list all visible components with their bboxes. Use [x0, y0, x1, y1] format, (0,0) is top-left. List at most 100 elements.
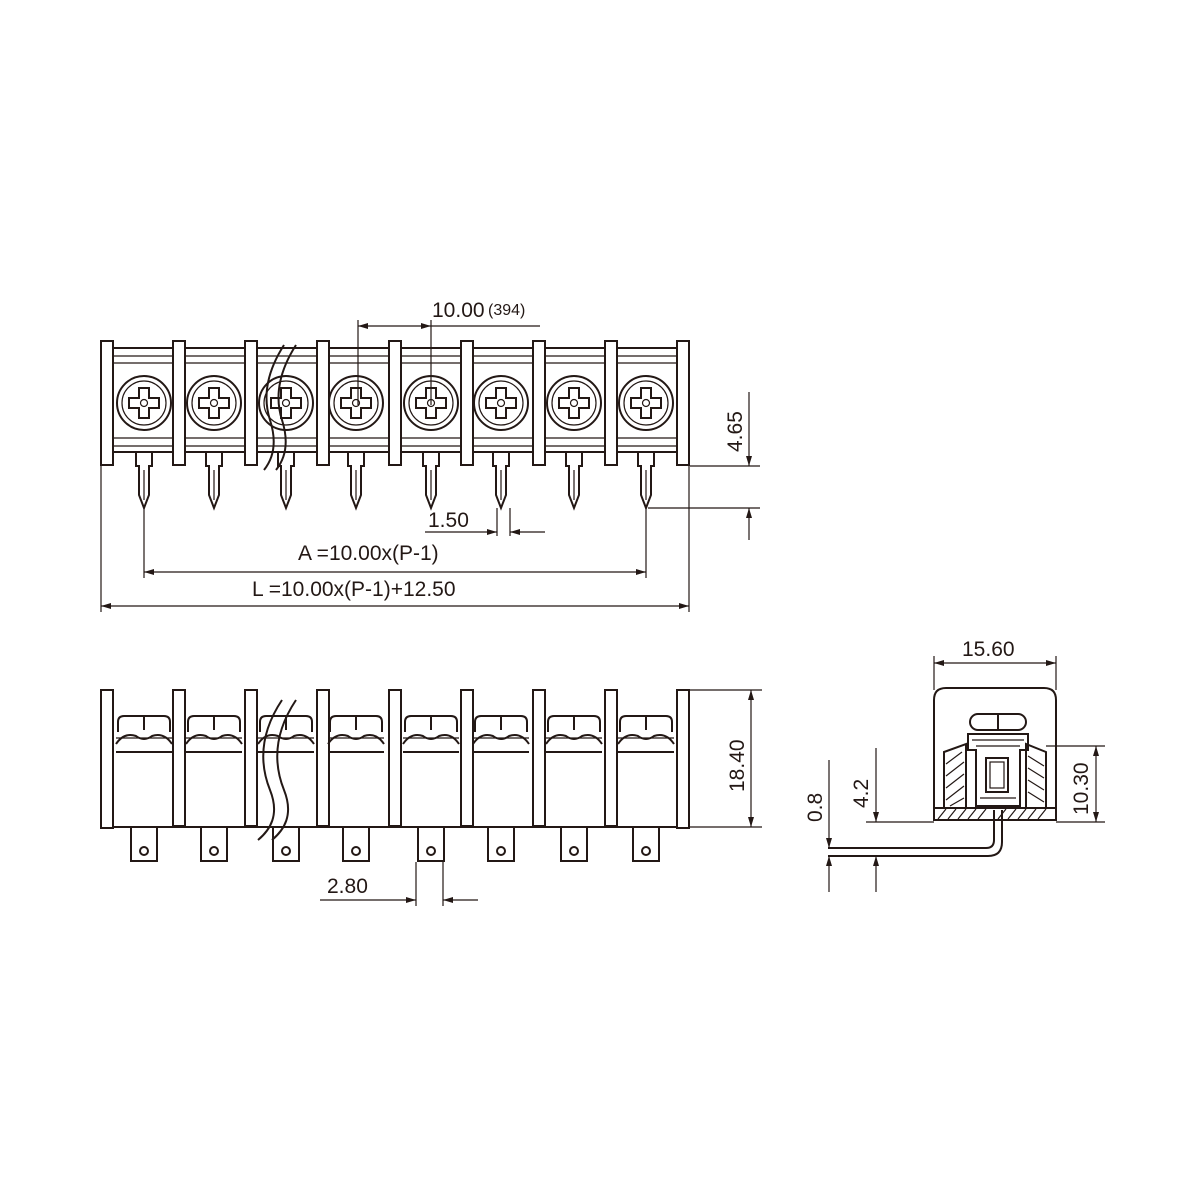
screw-center — [209, 398, 219, 408]
top-barrier — [460, 340, 474, 466]
front-clamp-washer — [545, 734, 603, 745]
top-pin — [492, 452, 510, 511]
front-clamp-washer — [257, 734, 315, 745]
front-terminal — [545, 715, 603, 862]
front-pin-hole — [351, 846, 361, 856]
front-barrier — [100, 689, 114, 829]
top-barrier — [244, 340, 258, 466]
front-view-terminals — [115, 715, 675, 862]
l-formula-label: L =10.00x(P-1)+12.50 — [252, 578, 456, 601]
front-clamp-washer — [402, 734, 460, 745]
front-terminal — [402, 715, 460, 862]
screw-outer-ring — [546, 375, 602, 431]
pitch-label: 10.00 — [432, 299, 485, 322]
screw-inner-ring — [263, 380, 309, 426]
screw-outer-ring — [473, 375, 529, 431]
front-terminal — [472, 715, 530, 862]
break-line — [271, 699, 297, 841]
height-label: 18.40 — [726, 739, 749, 792]
screw-center — [281, 398, 291, 408]
side-clamp-window — [985, 757, 1009, 793]
top-terminal — [546, 375, 602, 511]
side-view: 15.60 10.30 4.2 0.8 — [804, 638, 1105, 892]
top-terminal — [186, 375, 242, 511]
side-right-wall-hatch — [1027, 755, 1045, 803]
pin-thickness-label: 0.8 — [804, 793, 827, 822]
screw-cross-recess — [198, 387, 230, 419]
side-height-label: 10.30 — [1070, 762, 1093, 815]
top-terminal — [473, 375, 529, 511]
a-formula-label: A =10.00x(P-1) — [298, 542, 439, 565]
screw-cross-recess — [415, 387, 447, 419]
front-terminal — [185, 715, 243, 862]
screw-cross-recess — [128, 387, 160, 419]
front-pin-hole — [569, 846, 579, 856]
front-pin-hole — [426, 846, 436, 856]
screw-cross-recess — [340, 387, 372, 419]
top-barrier — [676, 340, 690, 466]
pin-offset-label: 4.2 — [850, 779, 873, 808]
side-housing-outline — [933, 687, 1057, 821]
front-barrier — [604, 689, 618, 827]
screw-inner-ring — [191, 380, 237, 426]
front-barrier — [676, 689, 690, 829]
break-line — [263, 344, 285, 471]
screw-cross-recess — [270, 387, 302, 419]
screw-outer-ring — [328, 375, 384, 431]
top-terminal — [618, 375, 674, 511]
front-pin-hole — [209, 846, 219, 856]
break-line — [257, 699, 283, 841]
front-terminal — [617, 715, 675, 862]
front-terminal — [327, 715, 385, 862]
top-pin — [422, 452, 440, 511]
front-terminal — [257, 715, 315, 862]
front-barrier — [244, 689, 258, 827]
side-clamp-teeth — [972, 739, 1024, 799]
front-barrier — [460, 689, 474, 827]
screw-cross-recess — [630, 387, 662, 419]
pin-width-label: 1.50 — [428, 509, 469, 532]
pitch-inch-label: (394) — [488, 302, 525, 319]
top-view-barriers — [100, 340, 690, 466]
top-terminal — [328, 375, 384, 511]
side-left-wall-hatch — [945, 751, 965, 807]
side-bent-pin — [828, 810, 995, 849]
screw-cross-recess — [558, 387, 590, 419]
front-terminal — [115, 715, 173, 862]
screw-center — [139, 398, 149, 408]
top-barrier — [388, 340, 402, 466]
top-barrier — [100, 340, 114, 466]
front-clamp-washer — [472, 734, 530, 745]
break-line — [275, 344, 297, 471]
front-pin-width-label: 2.80 — [327, 875, 368, 898]
screw-inner-ring — [121, 380, 167, 426]
screw-inner-ring — [623, 380, 669, 426]
screw-center — [641, 398, 651, 408]
screw-inner-ring — [551, 380, 597, 426]
front-pin — [272, 826, 300, 862]
screw-cross-recess — [485, 387, 517, 419]
front-pin-hole — [281, 846, 291, 856]
top-terminal — [116, 375, 172, 511]
screw-inner-ring — [333, 380, 379, 426]
front-clamp-washer — [185, 734, 243, 745]
screw-inner-ring — [478, 380, 524, 426]
front-view-barriers — [100, 689, 690, 829]
side-right-wall — [1025, 742, 1047, 808]
screw-outer-ring — [116, 375, 172, 431]
screw-center — [569, 398, 579, 408]
front-clamp-washer — [115, 734, 173, 745]
top-barrier — [172, 340, 186, 466]
side-bent-pin — [828, 810, 1003, 857]
side-base-hatch — [937, 808, 1047, 820]
side-clamp — [967, 733, 1029, 807]
top-barrier — [604, 340, 618, 466]
pin-height-label: 4.65 — [724, 411, 747, 452]
front-clamp-washer — [327, 734, 385, 745]
front-barrier — [532, 689, 546, 827]
front-barrier — [388, 689, 402, 827]
top-barrier — [532, 340, 546, 466]
screw-outer-ring — [258, 375, 314, 431]
front-barrier — [172, 689, 186, 827]
